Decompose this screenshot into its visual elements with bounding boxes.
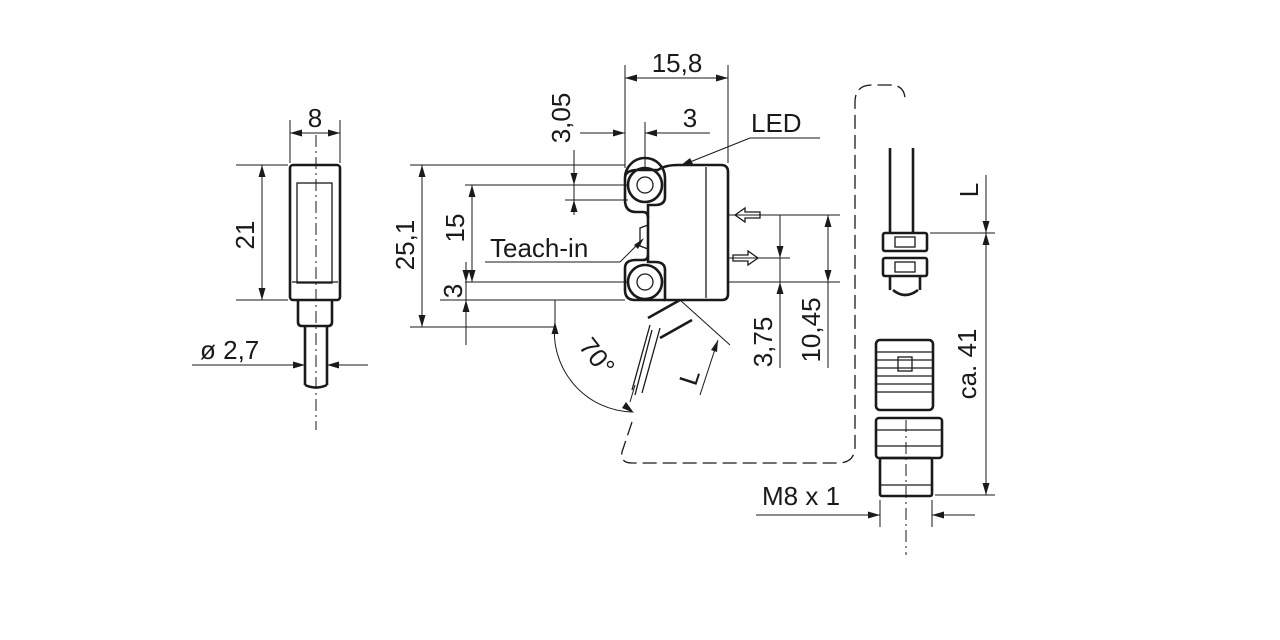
label-led: LED (751, 108, 802, 138)
connector-strain-relief-top (881, 231, 929, 253)
dim-front-height: 21 (230, 221, 260, 250)
dim-hole-spacing: 15 (440, 214, 470, 243)
dim-front-width: 8 (308, 103, 322, 133)
dim-connector-length: ca. 41 (952, 329, 982, 400)
front-view: 8 21 ø 2,7 (192, 103, 368, 430)
mounting-hole-top (626, 166, 664, 204)
mounting-hole-bottom (626, 263, 664, 301)
receiver-arrow (732, 249, 760, 267)
dim-led-offset: 3 (683, 103, 697, 133)
dim-cable-length-connector: L (954, 183, 984, 197)
dim-angle: 70° (573, 332, 621, 381)
connector-strain-relief-bottom (881, 256, 929, 278)
label-teach-in: Teach-in (490, 233, 588, 263)
front-view-lens (296, 182, 333, 284)
front-view-gland (296, 300, 334, 328)
teach-in-button (639, 224, 649, 250)
dim-bottom-offset: 3 (438, 284, 468, 298)
optional-outline (621, 84, 906, 464)
side-view-cable (647, 298, 693, 340)
dim-cable-diameter: ø 2,7 (200, 335, 259, 365)
dim-total-length: 15,8 (652, 48, 703, 78)
emitter-arrow (733, 206, 761, 224)
front-view-housing (288, 163, 342, 302)
connector-grip (874, 338, 935, 412)
dim-optical-offset-1: 3,75 (748, 317, 778, 368)
dim-cable-length-side: L (673, 366, 706, 389)
side-view: 25,1 15 3 3,05 15,8 3 LED (390, 48, 840, 413)
dim-optical-offset-2: 10,45 (796, 297, 826, 362)
connector-nut (874, 416, 944, 460)
dim-total-height: 25,1 (390, 220, 420, 271)
dim-hole-offset: 3,05 (546, 93, 576, 144)
dim-thread: M8 x 1 (762, 481, 840, 511)
connector-view: L ca. 41 M8 x 1 (756, 148, 995, 555)
